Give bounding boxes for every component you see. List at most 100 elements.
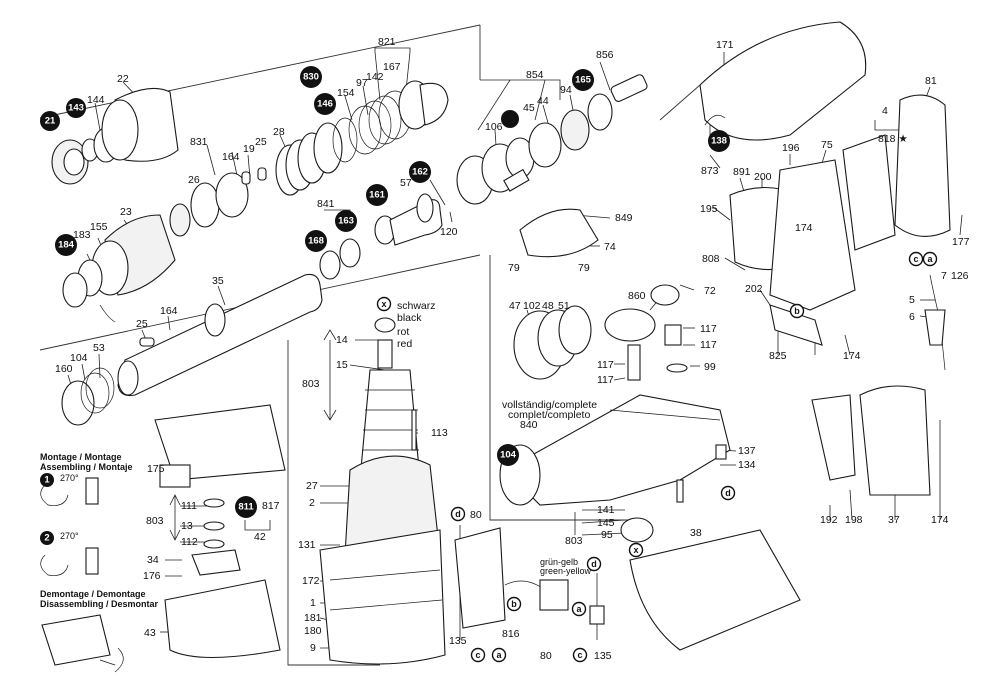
part-42: 42: [254, 531, 266, 543]
badge-146: 146: [314, 93, 336, 115]
svg-text:830: 830: [303, 72, 319, 83]
motor-assembly: [319, 317, 446, 665]
wire-color-labels: schwarz black rot red grün-gelb green-ye…: [397, 300, 592, 576]
part-174-b: 174: [843, 350, 861, 362]
step-2: 2: [40, 531, 54, 545]
note-montage-de: Montage / Montage: [40, 452, 122, 462]
badge-c-terminal: c: [572, 647, 588, 663]
svg-text:a: a: [927, 254, 933, 264]
middle-assembly: [319, 74, 648, 280]
part-81: 81: [925, 75, 937, 87]
montage-diagrams: [40, 477, 124, 673]
wire-gruen-gelb: grün-gelb: [540, 557, 578, 567]
svg-text:d: d: [455, 509, 461, 519]
badge-a-cable: a: [922, 251, 938, 267]
part-891: 891: [733, 166, 751, 178]
wire-rot: rot: [397, 326, 409, 338]
chuck-assembly: [51, 80, 449, 323]
brush-holder-assembly: [154, 404, 286, 658]
part-43: 43: [144, 627, 156, 639]
part-155: 155: [90, 221, 108, 233]
part-202: 202: [745, 283, 763, 295]
part-80-terminal: 80: [540, 650, 552, 662]
housing-assembly: [699, 21, 951, 496]
part-5: 5: [909, 294, 915, 306]
note-demontage-en: Disassembling / Desmontar: [40, 599, 159, 609]
part-803-brush: 803: [146, 515, 164, 527]
part-25: 25: [255, 136, 267, 148]
note-vollstaendig: vollständig/complete: [502, 399, 597, 411]
part-200: 200: [754, 171, 772, 183]
badge-830: 830: [300, 66, 322, 88]
badge-b-housing: b: [789, 303, 805, 319]
wire-green-yellow: green-yellow: [540, 566, 592, 576]
part-34: 34: [147, 554, 159, 566]
part-104: 104: [70, 352, 88, 364]
svg-text:d: d: [725, 488, 731, 498]
badge-x-motor: x: [376, 296, 392, 312]
note-angle-2: 270°: [60, 531, 79, 541]
part-803-motor: 803: [302, 378, 320, 390]
part-26: 26: [188, 174, 200, 186]
part-117-a: 117: [700, 323, 717, 335]
svg-text:b: b: [794, 306, 800, 316]
part-172: 172: [302, 575, 320, 587]
part-102: 102: [523, 300, 541, 312]
badge-x-gear: x: [628, 542, 644, 558]
svg-text:165: 165: [575, 75, 592, 86]
part-4: 4: [882, 105, 888, 117]
part-196: 196: [782, 142, 800, 154]
svg-text:d: d: [591, 559, 597, 569]
part-75: 75: [821, 139, 833, 151]
part-7: 7: [941, 270, 947, 282]
part-164-b: 164: [160, 305, 178, 317]
gear-housing-assembly: [499, 208, 801, 651]
svg-text:162: 162: [412, 167, 428, 178]
part-195: 195: [700, 203, 718, 215]
part-6: 6: [909, 311, 915, 323]
part-79-b: 79: [578, 262, 590, 274]
part-817: 817: [262, 500, 280, 512]
wire-red: red: [397, 338, 412, 350]
part-856: 856: [596, 49, 614, 61]
part-44: 44: [537, 95, 549, 107]
part-803-gear: 803: [565, 535, 583, 547]
badge-d-terminal: d: [586, 556, 602, 572]
svg-text:811: 811: [238, 502, 254, 513]
part-23: 23: [120, 206, 132, 218]
svg-text:2: 2: [44, 533, 49, 544]
switch-assembly: [454, 527, 605, 629]
part-141: 141: [597, 504, 615, 516]
badge-d-switch: d: [450, 506, 466, 522]
part-120: 120: [440, 226, 458, 238]
part-35: 35: [212, 275, 224, 287]
part-831: 831: [190, 136, 208, 148]
part-2: 2: [309, 497, 315, 509]
part-131: 131: [298, 539, 316, 551]
svg-text:1: 1: [44, 475, 50, 486]
part-117-c: 117: [597, 359, 614, 371]
svg-text:146: 146: [317, 99, 333, 110]
svg-text:138: 138: [711, 136, 727, 147]
part-79-a: 79: [508, 262, 520, 274]
part-175: 175: [147, 463, 165, 475]
part-821: 821: [378, 36, 396, 48]
part-labels: 22 144 831 164 19 25 28 26 154 97 142 16…: [55, 36, 970, 662]
part-198: 198: [845, 514, 863, 526]
part-47: 47: [509, 300, 521, 312]
part-95: 95: [601, 529, 613, 541]
svg-text:163: 163: [338, 216, 354, 227]
black-badges: 21 143 830 146 165 161 162 168 163 184 8…: [40, 66, 730, 545]
part-113: 113: [431, 427, 448, 439]
svg-text:a: a: [576, 604, 582, 614]
badge-161: 161: [366, 184, 388, 206]
svg-text:143: 143: [68, 103, 84, 114]
step-1: 1: [40, 473, 54, 487]
part-164: 164: [222, 151, 240, 163]
badge-168: 168: [305, 230, 327, 252]
part-808: 808: [702, 253, 720, 265]
svg-text:21: 21: [45, 116, 56, 127]
part-94: 94: [560, 84, 572, 96]
part-177: 177: [952, 236, 970, 248]
part-180: 180: [304, 625, 322, 637]
